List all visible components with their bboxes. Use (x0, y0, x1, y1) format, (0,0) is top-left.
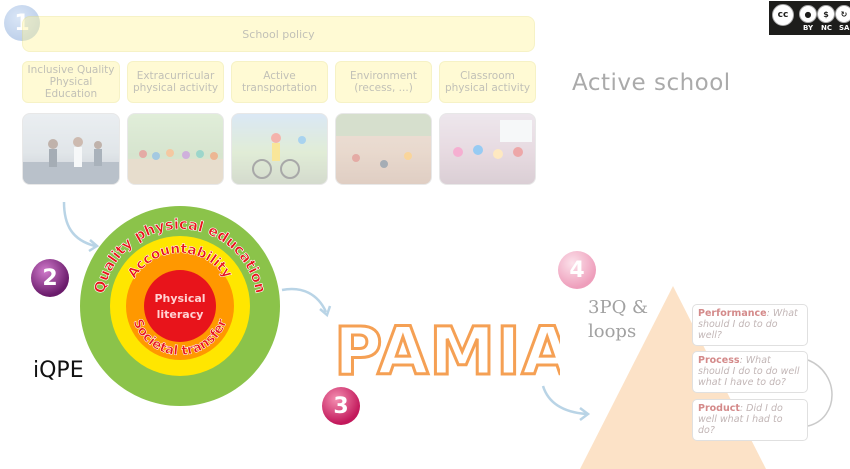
spq-line1: 3PQ & (588, 297, 649, 318)
question-head: Product (698, 403, 740, 414)
school-policy-label: School policy (242, 27, 315, 41)
question-text: : What should I do to do well? (698, 308, 798, 341)
spq-line2: loops (588, 321, 637, 342)
photo-gym-art (23, 137, 119, 184)
photo-classroom-art (453, 120, 532, 159)
arrow-3-to-4 (541, 385, 587, 416)
step-3-number: 3 (333, 393, 349, 419)
photo-playground-art (128, 149, 223, 184)
nc-icon: $ (817, 5, 835, 23)
photo-gym (22, 113, 120, 185)
arrow-1-to-2-head (88, 239, 100, 253)
license-sa: SA (839, 24, 850, 32)
step-3-badge: 3 (322, 387, 360, 425)
core-label-line1: Physical (154, 292, 205, 305)
cc-license-badge[interactable]: cc ● $ ↻ BY NC SA (769, 1, 850, 35)
policy-box-classroom: Classroom physical activity (439, 61, 536, 103)
step-2-badge: 2 (31, 259, 69, 297)
by-icon: ● (799, 5, 817, 23)
school-policy-bar: School policy (22, 16, 535, 52)
policy-box-label: Classroom physical activity (444, 70, 531, 94)
photo-cycling-art (252, 133, 306, 179)
core-label-line2: literacy (157, 308, 204, 321)
photo-recess-art (336, 114, 431, 168)
photo-playground (127, 113, 224, 185)
iqpe-circle-diagram: Quality physical education Accountabilit… (80, 206, 280, 406)
photo-recess (335, 113, 432, 185)
sa-icon: ↻ (835, 5, 850, 23)
policy-box-label: Extracurricular physical activity (132, 70, 219, 94)
step-4-number: 4 (569, 257, 585, 283)
license-nc: NC (821, 24, 832, 32)
loop-arrows (807, 359, 833, 427)
policy-box-label: Active transportation (241, 70, 318, 94)
arrow-2-to-3-head (319, 305, 332, 318)
policy-box-environment: Environment (recess, ...) (335, 61, 432, 103)
question-text: : What should I do to do well what I hav… (698, 355, 800, 388)
iqpe-label: iQPE (33, 358, 84, 383)
pamia-title-art: PAMIA (333, 312, 561, 385)
spq-label: 3PQ & loops (588, 296, 648, 344)
arrow-2-to-3 (281, 287, 328, 313)
core-physical-literacy (144, 270, 216, 342)
policy-box-label: Environment (recess, ...) (349, 70, 418, 94)
question-process: Process: What should I do to do well wha… (692, 351, 808, 393)
policy-box-extracurricular: Extracurricular physical activity (127, 61, 224, 103)
cc-icon: cc (772, 4, 794, 26)
question-product: Product: Did I do well what I had to do? (692, 399, 808, 441)
policy-box-iqpe: Inclusive Quality Physical Education (22, 61, 120, 103)
policy-box-transportation: Active transportation (231, 61, 328, 103)
arrow-1-to-2 (62, 201, 96, 248)
active-school-title: Active school (572, 70, 731, 96)
question-head: Performance (698, 308, 767, 319)
policy-box-label: Inclusive Quality Physical Education (27, 64, 115, 100)
question-head: Process (698, 355, 740, 366)
photo-cycling (231, 113, 328, 185)
pamia-title: PAMIA (334, 313, 560, 384)
step-2-number: 2 (42, 265, 58, 291)
question-performance: Performance: What should I do to do well… (692, 304, 808, 346)
photo-classroom (439, 113, 536, 185)
school-policy-group: School policy Inclusive Quality Physical… (0, 0, 545, 195)
question-text: : Did I do well what I had to do? (698, 403, 783, 436)
step-4-badge: 4 (558, 251, 596, 289)
license-by: BY (803, 24, 814, 32)
arrow-3-to-4-head (579, 407, 591, 421)
